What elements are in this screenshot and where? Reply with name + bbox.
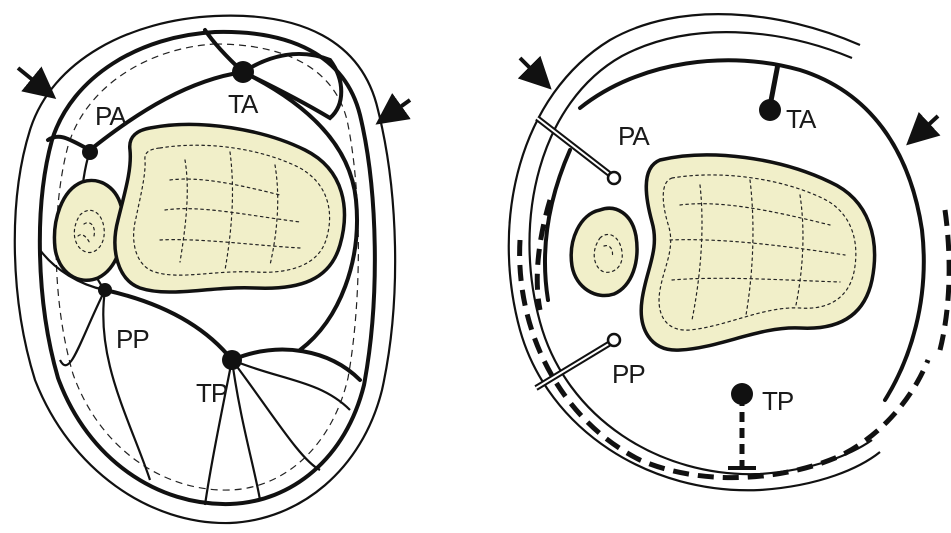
left-node-pa [82, 144, 98, 160]
right-fascia-left [545, 150, 570, 300]
right-arrow-left-icon [520, 58, 546, 84]
left-label-ta: TA [228, 89, 259, 119]
left-label-pp: PP [116, 324, 149, 354]
right-label-ta: TA [786, 104, 817, 134]
left-arrow-right-icon [382, 100, 410, 120]
left-tibia [115, 124, 344, 292]
right-arrow-right-icon [912, 116, 938, 140]
right-septum-pa-inner [537, 118, 612, 176]
right-node-tp [731, 383, 753, 405]
right-label-tp: TP [762, 386, 793, 416]
right-tibia [641, 155, 874, 350]
left-leg-cross-section: PA TA PP TP [15, 16, 410, 523]
left-node-pp [98, 283, 112, 297]
right-node-ta [759, 99, 781, 121]
right-fibula [571, 208, 637, 295]
left-arrow-left-icon [18, 68, 50, 94]
left-node-tp [222, 350, 242, 370]
left-fibula [54, 180, 123, 280]
right-label-pa: PA [618, 121, 650, 151]
right-fascia-dashed-right [940, 210, 949, 350]
left-label-tp: TP [196, 378, 227, 408]
right-node-pp [608, 334, 620, 346]
right-leg-cross-section: PA TA PP TP [509, 14, 949, 490]
left-label-pa: PA [95, 101, 127, 131]
right-label-pp: PP [612, 359, 645, 389]
left-node-ta [232, 61, 254, 83]
right-node-pa [608, 172, 620, 184]
